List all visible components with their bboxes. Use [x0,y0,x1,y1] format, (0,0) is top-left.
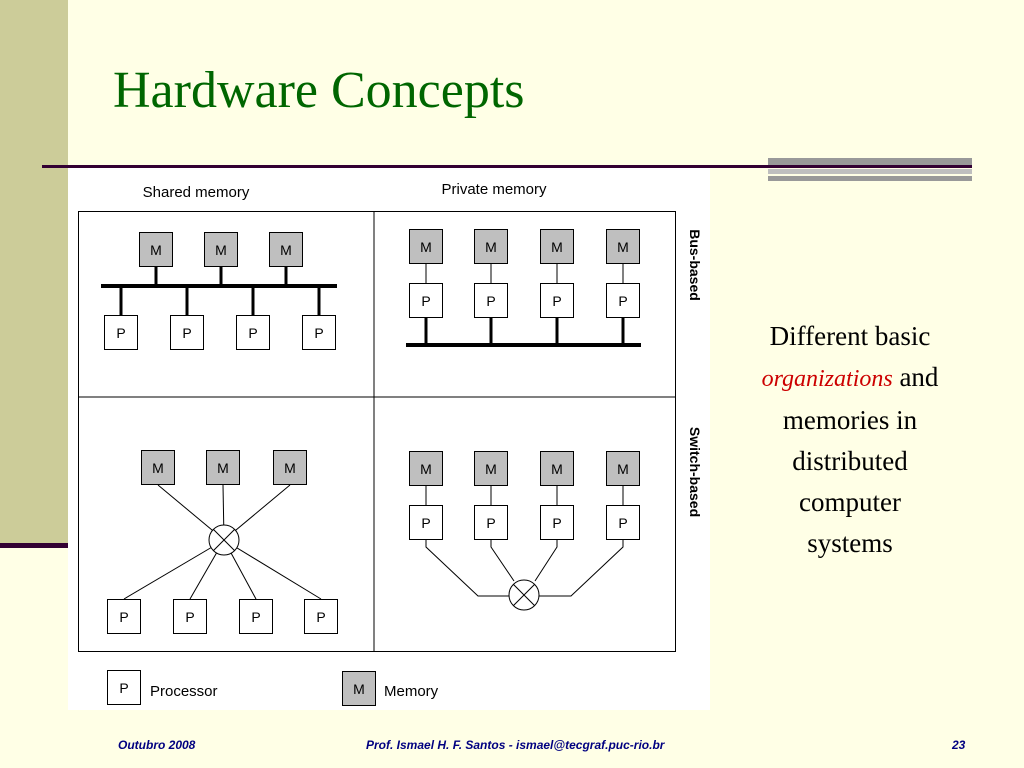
processor-node: P [606,505,640,540]
processor-node: P [409,283,443,318]
processor-node: P [474,283,508,318]
processor-node: P [170,315,204,350]
memory-module: M [606,229,640,264]
footer-page-number: 23 [952,738,966,752]
svg-text:P: P [421,293,430,309]
svg-text:M: M [551,461,563,477]
decorative-bars [768,158,972,181]
quadrant-shared-switch: M M M P P P P [107,450,338,634]
svg-text:P: P [552,293,561,309]
sidebar-accent-line [0,543,68,548]
row-label-bus-based: Bus-based [687,229,703,301]
svg-text:P: P [618,293,627,309]
svg-text:P: P [116,325,125,341]
memory-module: M [273,450,307,485]
emphasis-word: organizations [761,366,893,392]
column-header-shared-memory: Shared memory [143,184,250,201]
processor-node: P [540,283,574,318]
processor-node: P [104,315,138,350]
processor-node: P [540,505,574,540]
footer-author: Prof. Ismael H. F. Santos - ismael@tecgr… [366,738,665,752]
hardware-diagram: Shared memory Private memory Bus-based S… [68,168,710,710]
processor-node: P [304,599,338,634]
legend: P Processor M Memory [107,670,439,706]
processor-node: P [236,315,270,350]
crossbar-switch-icon [208,524,240,556]
svg-text:M: M [617,239,629,255]
slide-body-text: Different basic organizations and memori… [730,316,970,564]
memory-module: M [474,229,508,264]
svg-text:M: M [215,242,227,258]
svg-text:P: P [552,515,561,531]
svg-text:P: P [182,325,191,341]
memory-module: M [409,451,443,486]
memory-module: M [474,451,508,486]
svg-text:P: P [421,515,430,531]
memory-module: M [141,450,175,485]
processor-node: P [474,505,508,540]
memory-module: M [204,232,238,267]
crossbar-switch-icon [508,579,540,611]
memory-module: M [139,232,173,267]
legend-memory-swatch: M [342,671,376,706]
svg-text:M: M [353,681,365,697]
title-divider [42,165,972,168]
svg-text:P: P [486,293,495,309]
legend-memory-label: Memory [384,683,439,700]
diagram-grid-frame [78,211,676,652]
slide-title: Hardware Concepts [113,62,525,119]
body-line: Different basic [769,321,931,351]
quadrant-shared-bus: M M M P P P P [101,232,337,350]
svg-text:M: M [551,239,563,255]
svg-text:P: P [185,609,194,625]
memory-module: M [540,451,574,486]
svg-text:P: P [119,609,128,625]
processor-node: P [107,599,141,634]
svg-text:M: M [420,461,432,477]
svg-text:P: P [618,515,627,531]
body-line: memories in [782,405,918,435]
svg-text:M: M [485,239,497,255]
svg-text:M: M [420,239,432,255]
svg-text:P: P [316,609,325,625]
quadrant-private-bus: M M M M P P P P [406,229,641,347]
legend-processor-swatch: P [107,670,141,705]
memory-module: M [540,229,574,264]
svg-text:M: M [150,242,162,258]
body-line: computer [799,487,901,517]
svg-text:M: M [152,460,164,476]
memory-module: M [206,450,240,485]
body-line: systems [807,528,893,558]
processor-node: P [409,505,443,540]
legend-processor-label: Processor [150,683,218,700]
memory-module: M [606,451,640,486]
body-line-emphasis: organizations and [761,362,939,392]
left-sidebar-band [0,0,68,548]
processor-node: P [606,283,640,318]
svg-text:P: P [251,609,260,625]
processor-node: P [302,315,336,350]
memory-module: M [409,229,443,264]
body-line: distributed [792,446,908,476]
memory-module: M [269,232,303,267]
svg-text:M: M [485,461,497,477]
svg-text:P: P [119,680,128,696]
svg-text:P: P [486,515,495,531]
svg-text:M: M [217,460,229,476]
row-label-switch-based: Switch-based [687,427,703,517]
svg-text:P: P [314,325,323,341]
svg-text:M: M [284,460,296,476]
svg-text:M: M [280,242,292,258]
svg-text:P: P [248,325,257,341]
svg-text:M: M [617,461,629,477]
footer-date: Outubro 2008 [118,738,196,752]
processor-node: P [173,599,207,634]
column-header-private-memory: Private memory [441,181,547,198]
quadrant-private-switch: M M M M P P P P [409,451,640,611]
processor-node: P [239,599,273,634]
